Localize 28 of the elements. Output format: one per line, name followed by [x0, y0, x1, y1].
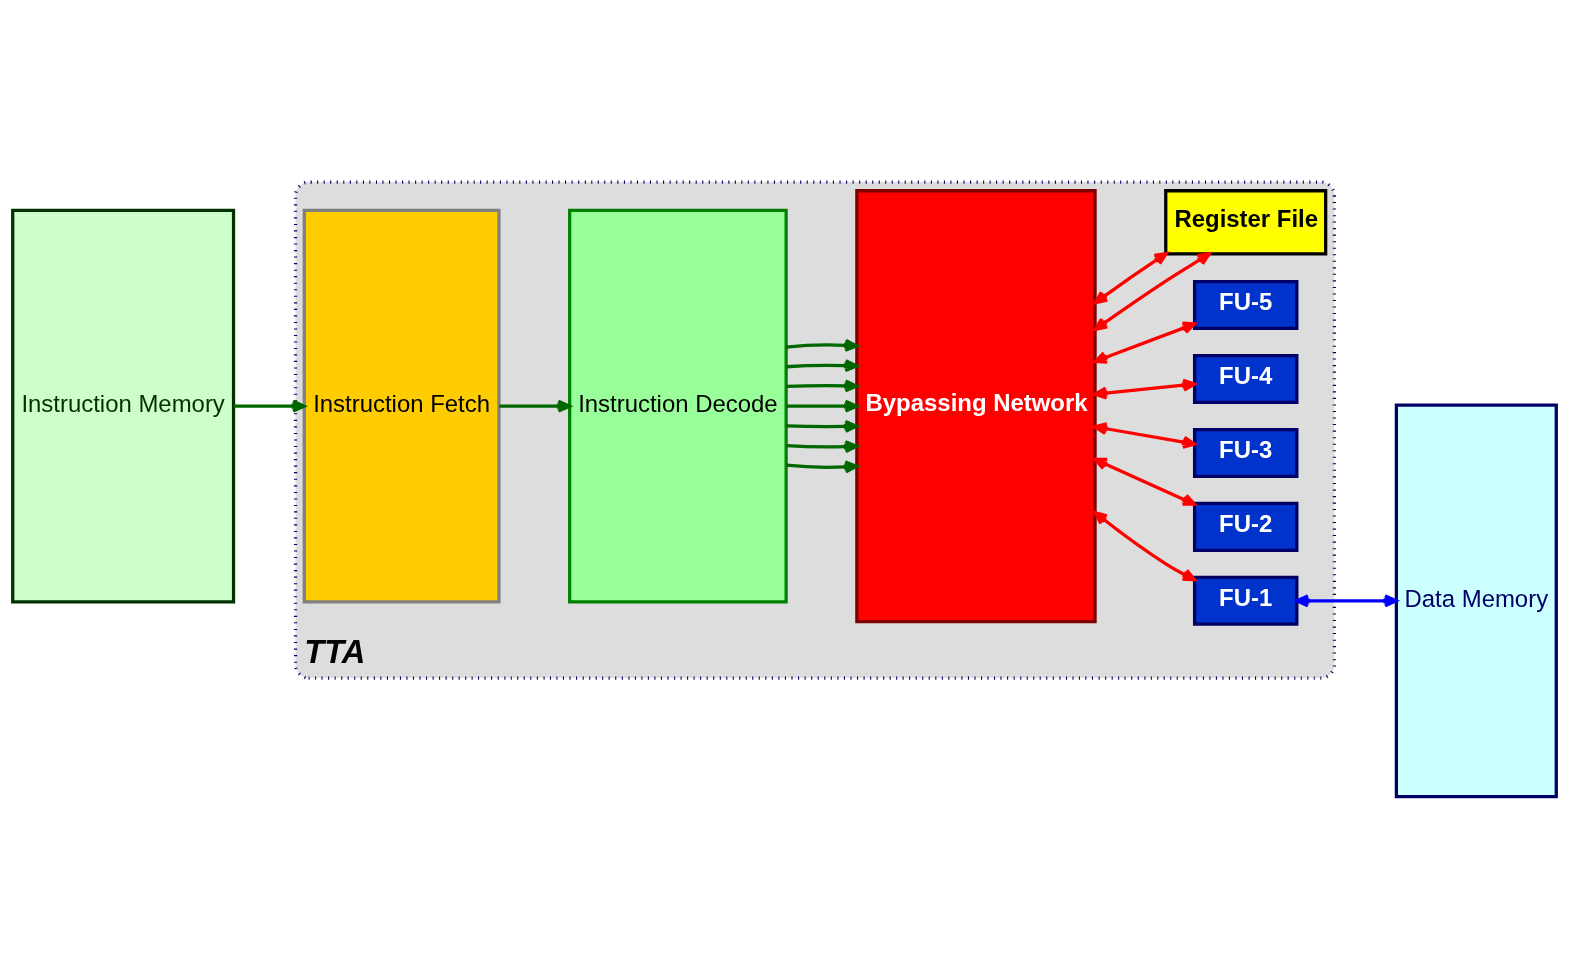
arrow	[1093, 251, 1211, 331]
arrow	[786, 439, 859, 453]
node-box: Bypassing Network	[855, 188, 1097, 623]
arrow	[1093, 421, 1197, 449]
node-box: Instruction Memory	[11, 208, 236, 604]
node-box: Register File	[1164, 188, 1328, 255]
arrow	[786, 358, 859, 372]
arrow	[1093, 378, 1197, 400]
arrow	[233, 399, 306, 413]
arrow	[786, 338, 859, 352]
node-box: FU-2	[1192, 501, 1299, 552]
node-box: FU-4	[1192, 353, 1299, 404]
node-box: Data Memory	[1394, 402, 1558, 798]
arrow	[1093, 510, 1196, 581]
arrow	[1093, 251, 1168, 304]
arrow	[1093, 321, 1197, 364]
arrow	[786, 419, 859, 433]
node-box: Instruction Decode	[568, 208, 788, 604]
arrow	[786, 378, 859, 392]
arrow	[499, 399, 571, 413]
node-box: FU-3	[1192, 427, 1299, 478]
node-box: FU-1	[1192, 575, 1299, 626]
arrow	[1295, 593, 1398, 607]
arrow	[1093, 457, 1197, 506]
node-box: Instruction Fetch	[302, 208, 501, 604]
arrow	[786, 399, 859, 413]
node-box: FU-5	[1192, 279, 1299, 330]
arrow	[786, 459, 859, 473]
